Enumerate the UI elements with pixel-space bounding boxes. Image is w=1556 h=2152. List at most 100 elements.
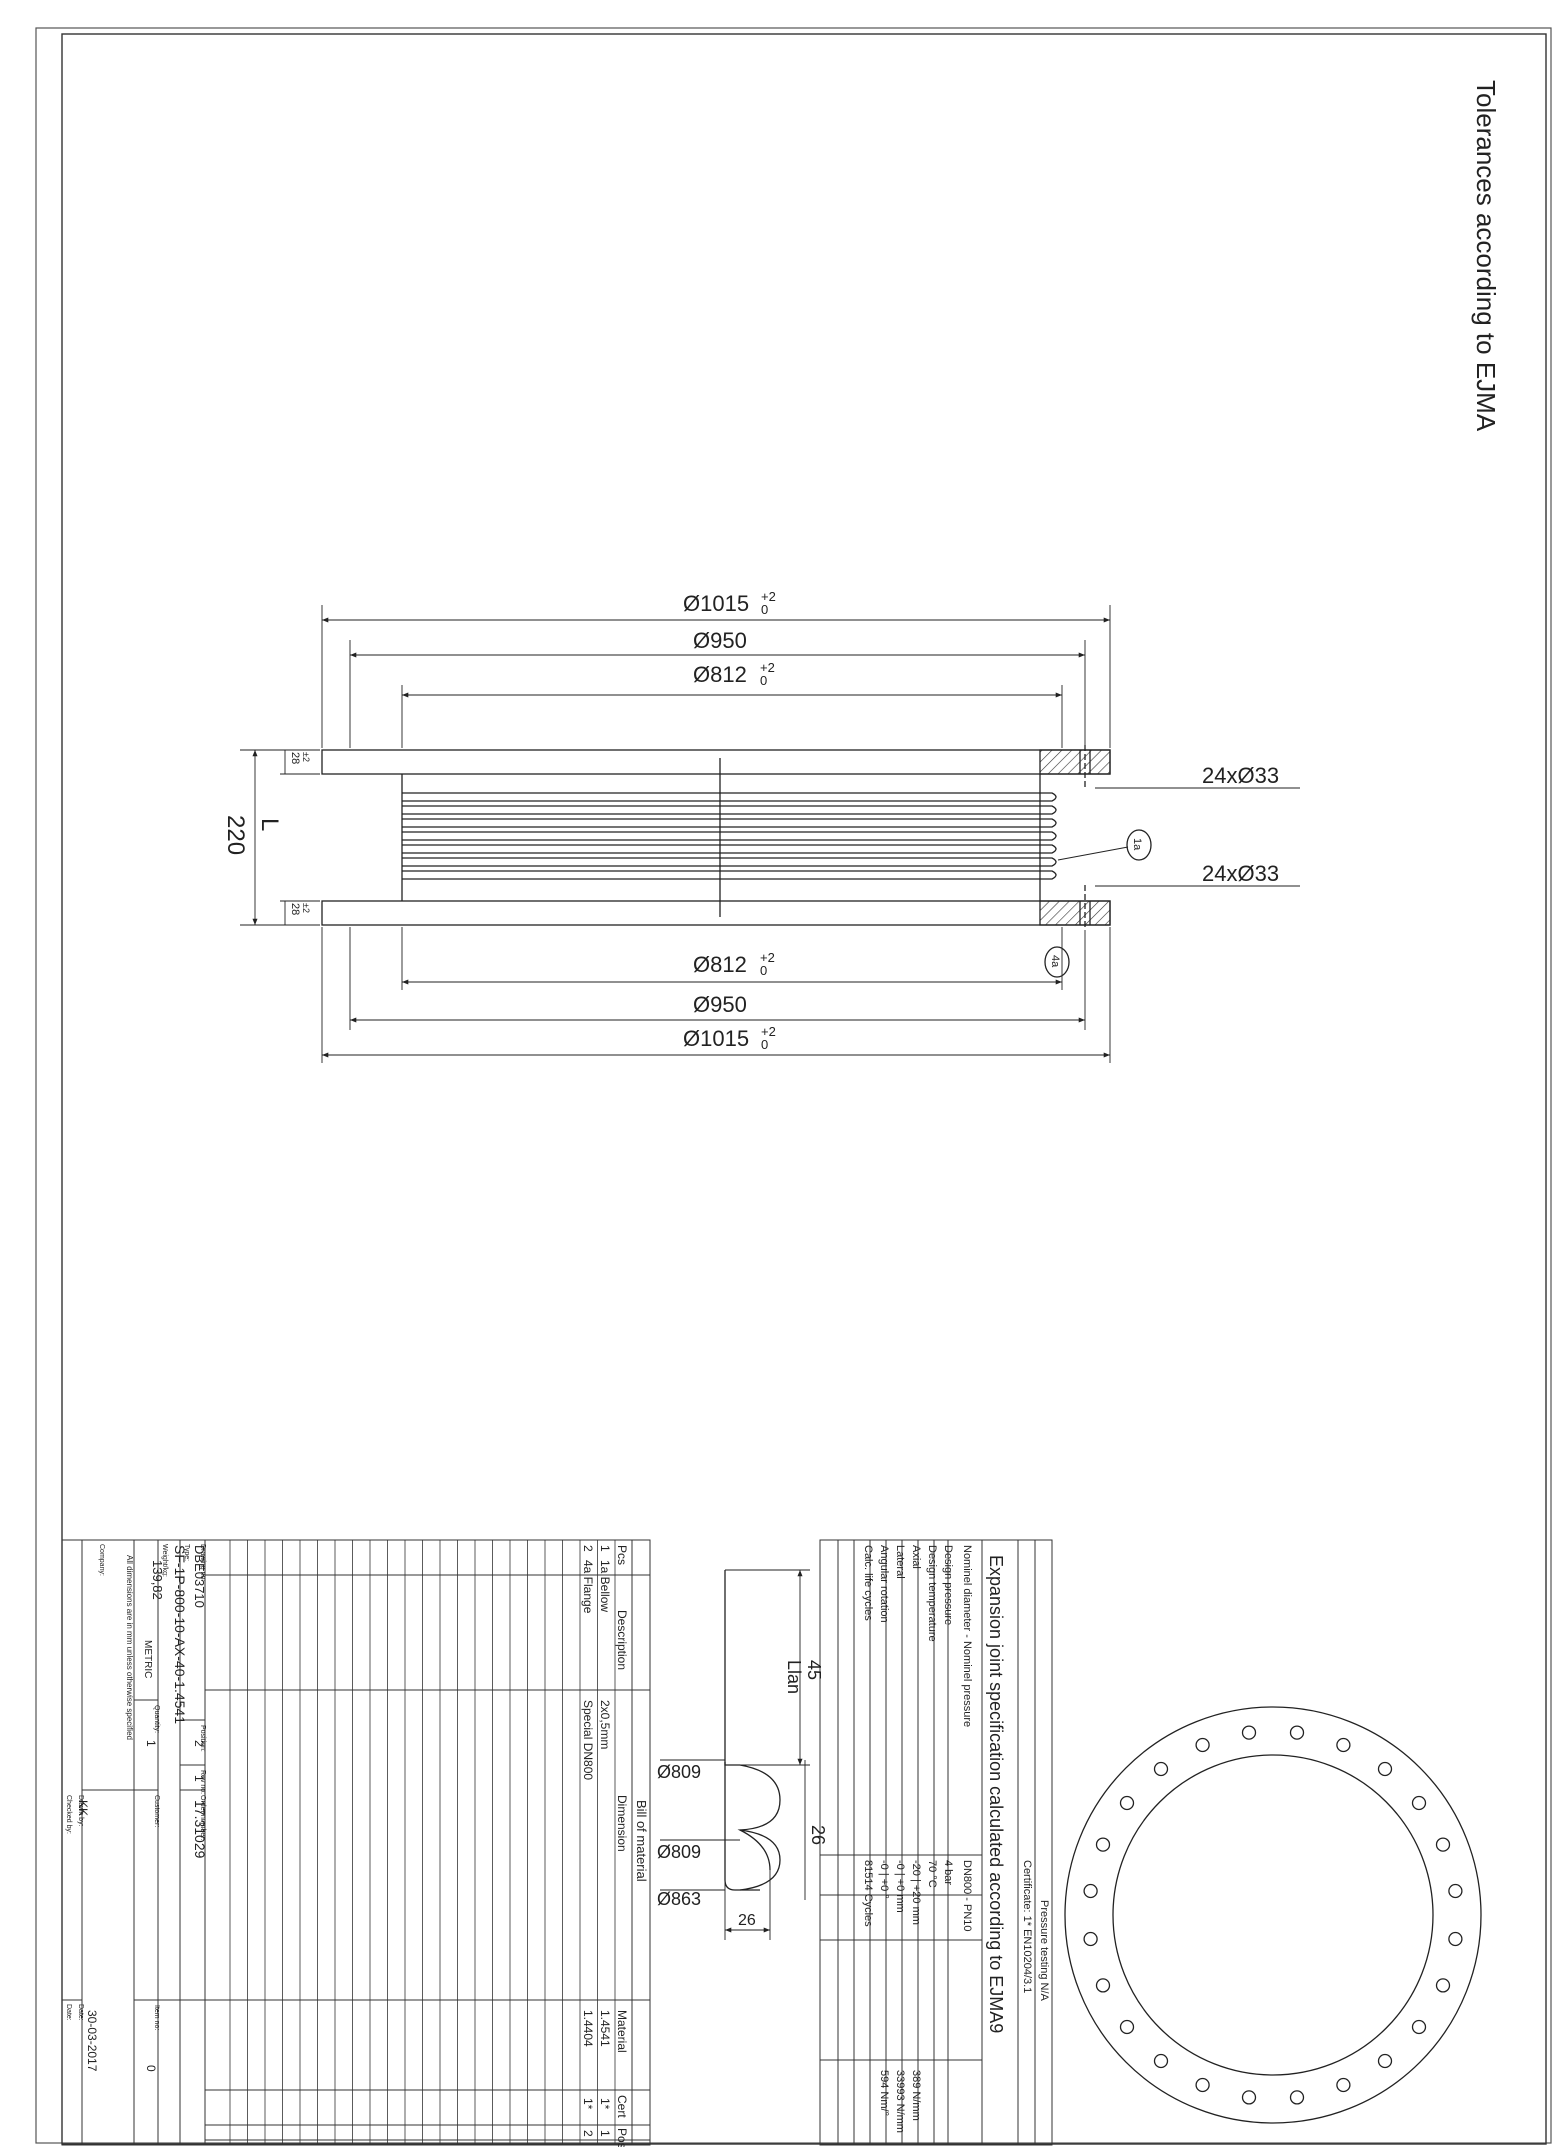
tb-drawing-no: DBE03710 xyxy=(192,1545,207,1608)
bolt-hole-19 xyxy=(1289,1725,1305,1740)
spec-table-frame xyxy=(819,1539,1053,2146)
bom-r2-dim: Special DN800 xyxy=(581,1700,595,1780)
tb-rev-label: Rev no: xyxy=(199,1770,206,1794)
bom-header-cert: Cert xyxy=(615,2095,629,2118)
bellow-detail-text: Ø809 Ø809 Ø863 45 Llan 26 26 xyxy=(657,1660,828,1929)
bolt-hole-21 xyxy=(1377,1761,1393,1777)
detail-26-bottom: 26 xyxy=(738,1912,756,1929)
callout-bubble-4a xyxy=(1044,946,1070,978)
tb-item: 0 xyxy=(144,2065,158,2072)
bolt-hole-2 xyxy=(1435,1978,1451,1993)
bolt-hole-24 xyxy=(1448,1883,1463,1899)
bolt-hole-7 xyxy=(1241,2090,1257,2105)
spec-table: Pressure testing N/A Certificate: 1* EN1… xyxy=(819,1539,1053,2146)
tb-customer-label: Customer: xyxy=(153,1795,160,1827)
tb-date: 30-03-2017 xyxy=(85,2010,99,2072)
bom-header-pos: Pos xyxy=(615,2128,629,2147)
flange-outer-circle xyxy=(1064,1706,1482,2124)
spec-row-value-2: 4 bar xyxy=(942,1860,954,1885)
bom-r1-pcs: 1 xyxy=(598,1545,612,1552)
spec-row-value-5: -0 | +0 mm xyxy=(894,1860,906,1913)
tb-order: 17.31029 xyxy=(192,1800,208,1859)
dim-text-bot-950: Ø950 xyxy=(693,992,747,1017)
detail-26-side: 26 xyxy=(808,1825,828,1845)
tb-type-label: Type: xyxy=(183,1544,190,1561)
bolt-hole-12 xyxy=(1083,1931,1098,1947)
dim-thk-top-text: 28 xyxy=(289,752,301,764)
spec-row-value-3: 70 °C xyxy=(926,1860,938,1888)
dim-text-bot-812: Ø812 xyxy=(693,952,747,977)
bom-row-lines xyxy=(229,1540,616,2145)
tb-rev: 1 xyxy=(192,1775,206,1782)
bom-r2-mat: 1.4404 xyxy=(581,2010,595,2047)
spec-row-label-5: Lateral xyxy=(894,1545,906,1579)
inner-border xyxy=(61,33,1547,2145)
dim-thk-bottom-tol: ±2 xyxy=(301,903,311,913)
bom-header-dimension: Dimension xyxy=(615,1795,629,1852)
tb-weight: 139,82 xyxy=(150,1560,165,1600)
tol-top-812-zero: 0 xyxy=(760,673,767,688)
spec-row-value-7: 81514 Cycles xyxy=(862,1860,874,1927)
tb-date2-label: Date: xyxy=(65,2004,72,2021)
tb-type: SF-1P-800-10-AX-40-1.4541 xyxy=(172,1545,188,1724)
bom-frame xyxy=(204,1539,651,2146)
dim-length-value: 220 xyxy=(222,815,249,855)
tb-metric: METRIC xyxy=(142,1640,153,1678)
tb-date-label: Date: xyxy=(77,2004,84,2021)
bom-r1-mat: 1.4541 xyxy=(598,2010,612,2047)
tb-company-label: Company: xyxy=(98,1544,105,1576)
tb-order-label: Order number: xyxy=(199,1795,206,1841)
top-flange xyxy=(321,749,1111,775)
bill-of-material: Bill of material Pcs Description Dimensi… xyxy=(204,1539,651,2149)
tb-drawn-label: Drawn by: xyxy=(77,1795,84,1827)
tb-item-label: Item no: xyxy=(153,2005,160,2030)
detail-convolution-2 xyxy=(739,1829,781,1891)
tb-quantity-label: Quantity: xyxy=(153,1705,160,1733)
bolt-hole-18 xyxy=(1241,1725,1257,1740)
bom-r2-cert: 1* xyxy=(581,2098,595,2110)
bolt-hole-23 xyxy=(1435,1837,1451,1852)
bolt-hole-5 xyxy=(1336,2077,1351,2093)
title-block: Drawing no: DBE03710 Type: SF-1P-800-10-… xyxy=(61,1539,208,2146)
callout-1a-text: 1a xyxy=(1131,838,1143,851)
main-view xyxy=(240,605,1300,1063)
bolt-hole-16 xyxy=(1153,1761,1169,1777)
dim-text-top-1015: Ø1015 xyxy=(683,591,749,616)
bom-r1-cert: 1* xyxy=(598,2098,612,2110)
spec-row-label-1: Nominel diameter - Nominel pressure xyxy=(961,1545,973,1727)
bottom-flange xyxy=(321,900,1111,926)
spec-row-label-6: Angular rotation xyxy=(878,1545,890,1623)
top-flange-hatch xyxy=(1039,749,1111,775)
bolt-hole-14 xyxy=(1095,1837,1111,1852)
bolt-hole-13 xyxy=(1083,1883,1098,1899)
spec-row-value-6: -0 | +0 ° xyxy=(878,1860,890,1899)
spec-row-value-1: DN800 - PN10 xyxy=(961,1860,973,1932)
bom-r2-pcs: 2 xyxy=(581,1545,595,1552)
spec-rows: Nominel diameter - Nominel pressureDN800… xyxy=(862,1545,973,2133)
spec-row-label-4: Axial xyxy=(910,1545,922,1569)
detail-45: 45 xyxy=(804,1660,824,1680)
dim-thk-top-tol: ±2 xyxy=(301,752,311,762)
bolt-hole-22 xyxy=(1411,1795,1427,1811)
main-view-text: Ø1015 +2 0 Ø950 Ø812 +2 0 Ø812 +2 0 Ø950… xyxy=(222,589,1279,1052)
bellow-convolutions xyxy=(402,792,1057,880)
spec-row-label-2: Design pressure xyxy=(942,1545,954,1625)
detail-809-b: Ø809 xyxy=(657,1842,701,1862)
spec-row-value-4: -20 | +20 mm xyxy=(910,1860,922,1925)
bom-header-description: Description xyxy=(615,1610,629,1670)
spec-row-extra-5: 33993 N/mm xyxy=(894,2070,906,2133)
holes-top-text: 24xØ33 xyxy=(1202,763,1279,788)
spec-row-label-3: Design temperature xyxy=(926,1545,938,1642)
spec-title: Expansion joint specification calculated… xyxy=(986,1555,1006,2033)
bolt-hole-6 xyxy=(1289,2090,1305,2105)
spec-row-extra-4: 389 N/mm xyxy=(910,2070,922,2121)
tol-bot-1015-zero: 0 xyxy=(761,1037,768,1052)
detail-liner-profile xyxy=(724,1570,740,1766)
spec-row-extra-6: 594 Nm/° xyxy=(878,2070,890,2116)
bom-header-material: Material xyxy=(615,2010,629,2053)
flange-end-view xyxy=(1064,1706,1482,2124)
tol-top-1015-plus: +2 xyxy=(761,589,776,604)
dim-text-bot-1015: Ø1015 xyxy=(683,1026,749,1051)
